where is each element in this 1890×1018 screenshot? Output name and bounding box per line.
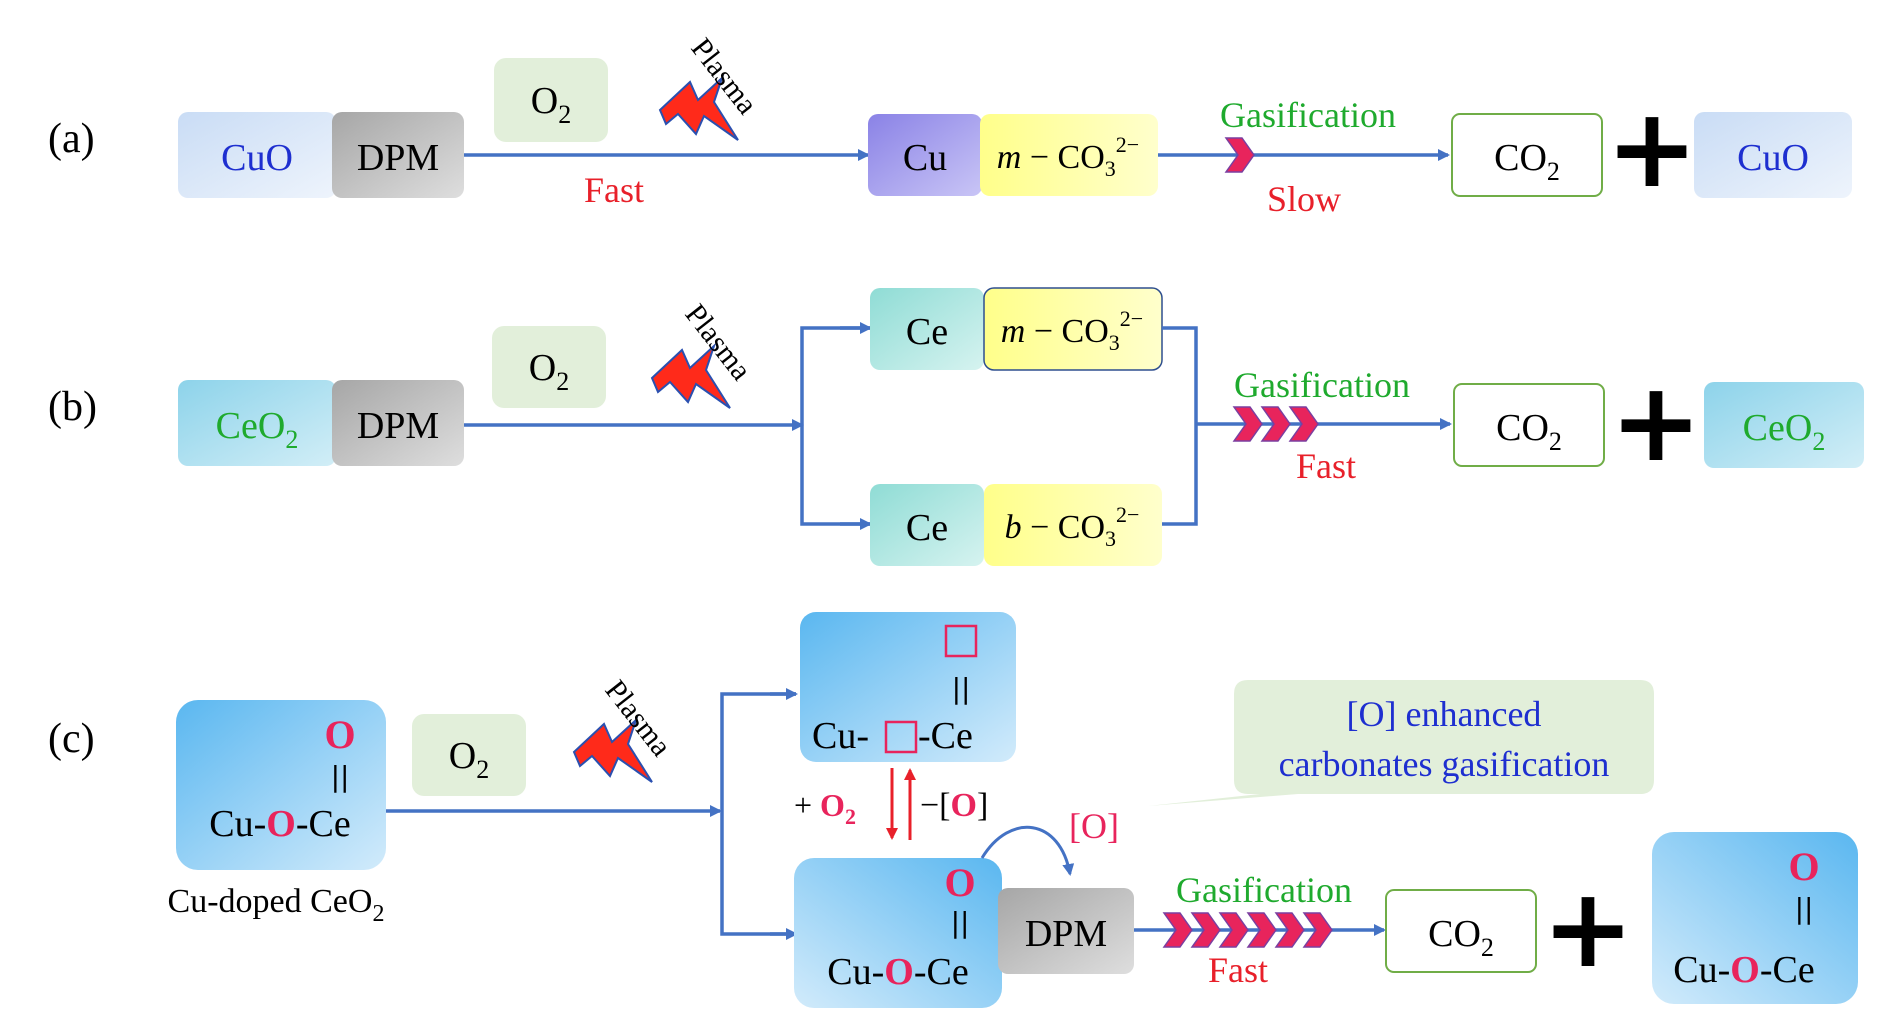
ceo2-regenerated-label: CeO2 — [1743, 407, 1826, 456]
branch-c — [720, 692, 796, 936]
cu-o-ce-active-box — [794, 858, 1002, 1008]
cuo-regenerated-label: CuO — [1737, 137, 1809, 179]
bidentate-carbonate-box — [984, 484, 1162, 566]
cu-vacancy-ce-label: Cu- — [812, 715, 869, 757]
double-bond: || — [952, 672, 971, 705]
ce-top-box — [870, 288, 984, 370]
ceo2-regenerated-box — [1704, 382, 1864, 468]
dpm-label: DPM — [1025, 913, 1107, 955]
vacancy-square-middle — [884, 720, 918, 754]
cu-doped-ceo2-regenerated-box — [1652, 832, 1858, 1004]
panel-c-label: (c) — [48, 716, 95, 762]
cu-label: Cu — [903, 137, 947, 179]
lattice-oxygen-top: O — [324, 712, 355, 757]
ce-top-label: Ce — [906, 311, 948, 353]
monodentate-carbonate-label: m − CO32− — [1001, 306, 1143, 355]
plus-sign: + — [1542, 864, 1634, 992]
cu-o-ce-label: Cu-O-Ce — [1673, 949, 1814, 991]
cu-o-ce-label: Cu-O-Ce — [827, 951, 968, 993]
o2-label: O2 — [531, 80, 571, 129]
cuo-reactant-box — [178, 112, 336, 198]
active-oxygen-transfer-arrow — [980, 825, 1075, 876]
double-bond: || — [951, 906, 970, 939]
remove-o-label: −[O] — [920, 787, 988, 824]
cu-box — [868, 114, 982, 196]
oxygen-vacancy-box — [800, 612, 1016, 762]
monodentate-carbonate-box — [980, 114, 1158, 196]
plus-sign: + — [1606, 84, 1698, 212]
callout-line-2: carbonates gasification — [1279, 744, 1610, 784]
gasification-label: Gasification — [1234, 365, 1410, 405]
cu-doped-ceo2-box — [176, 700, 386, 870]
dpm-label: DPM — [357, 137, 439, 179]
co2-product-box — [1385, 889, 1537, 973]
panel-b: (b) CeO2 DPM O2 Plasma Ce m − CO32− Ce b… — [48, 287, 1864, 566]
active-oxygen-label: [O] — [1069, 806, 1119, 846]
bidentate-carbonate-label: b − CO32− — [1005, 502, 1140, 551]
cuo-reactant-label: CuO — [221, 137, 293, 179]
gasification-label: Gasification — [1220, 95, 1396, 135]
ceo2-reactant-label: CeO2 — [216, 405, 299, 454]
o2-box — [412, 714, 526, 796]
co2-product-label: CO2 — [1496, 407, 1562, 456]
cuo-regenerated-box — [1694, 112, 1852, 198]
co2-product-label: CO2 — [1428, 913, 1494, 962]
monodentate-carbonate-label: m − CO32− — [997, 132, 1139, 181]
lattice-oxygen-top: O — [944, 860, 975, 905]
dpm-box — [998, 888, 1134, 974]
panel-a: (a) CuO DPM O2 Plasma Fast Cu m − CO32− … — [48, 32, 1852, 219]
speed-fast-label: Fast — [1208, 950, 1268, 990]
co2-product-label: CO2 — [1494, 137, 1560, 186]
lattice-oxygen-top: O — [1788, 844, 1819, 889]
add-o2-label: + O2 — [794, 787, 856, 829]
o2-label: O2 — [449, 735, 489, 784]
o2-label: O2 — [529, 347, 569, 396]
panel-c: (c) O || Cu-O-Ce Cu-doped CeO2 O2 Plasma… — [48, 612, 1858, 1008]
gasification-label: Gasification — [1176, 870, 1352, 910]
o2-box — [492, 326, 606, 408]
o2-box — [494, 58, 608, 142]
dpm-box — [332, 380, 464, 466]
ce-bottom-box — [870, 484, 984, 566]
co2-product-box — [1451, 113, 1603, 197]
cu-vacancy-ce-label-right: -Ce — [918, 715, 973, 757]
co2-product-box — [1453, 383, 1605, 467]
callout-bubble — [1148, 680, 1654, 806]
panel-b-label: (b) — [48, 384, 97, 430]
catalyst-caption: Cu-doped CeO2 — [168, 883, 385, 927]
cu-o-ce-label: Cu-O-Ce — [209, 803, 350, 845]
ceo2-reactant-box — [178, 380, 336, 466]
vacancy-square-top — [944, 624, 978, 658]
speed-fast-label: Fast — [584, 170, 644, 210]
callout-line-1: [O] enhanced — [1347, 694, 1542, 734]
double-bond: || — [331, 760, 350, 793]
speed-slow-label: Slow — [1267, 179, 1341, 219]
branch-b — [800, 326, 870, 526]
plus-sign: + — [1610, 358, 1702, 486]
ce-bottom-label: Ce — [906, 507, 948, 549]
dpm-box — [332, 112, 464, 198]
merge-b — [1162, 326, 1198, 526]
speed-fast-label: Fast — [1296, 446, 1356, 486]
double-bond: || — [1795, 892, 1814, 925]
dpm-label: DPM — [357, 405, 439, 447]
panel-a-label: (a) — [48, 116, 95, 162]
